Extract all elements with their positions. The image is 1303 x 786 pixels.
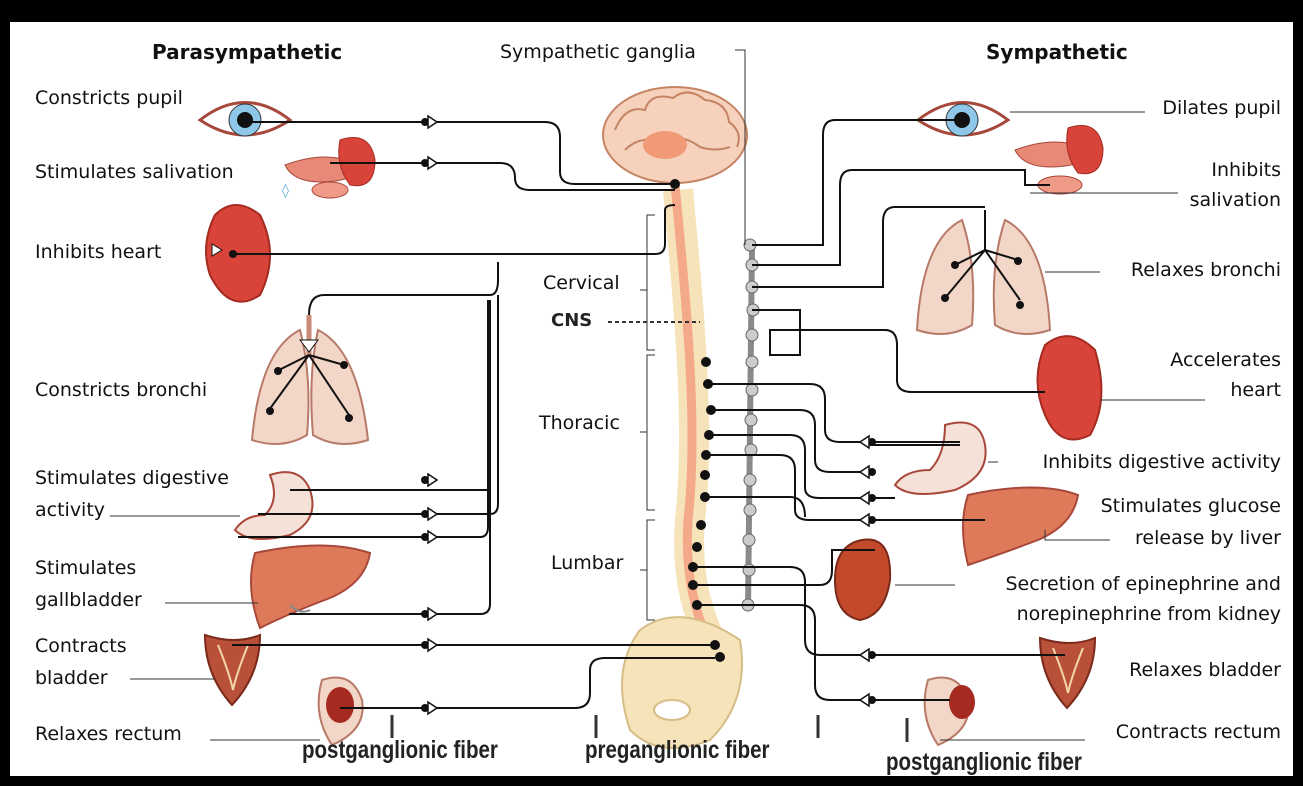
label-activity: activity — [35, 498, 105, 522]
label-stimulates-salivation: Stimulates salivation — [35, 160, 234, 184]
lungs-left — [252, 315, 368, 444]
label-relaxes-rectum: Relaxes rectum — [35, 722, 182, 746]
bladder-right — [1040, 638, 1095, 708]
salivary-glands-left: ◊ — [282, 138, 375, 200]
label-lumbar: Lumbar — [551, 552, 623, 574]
label-accelerates: Accelerates — [1170, 348, 1281, 372]
label-postganglionic-fiber-right: postganglionic fiber — [886, 748, 1082, 776]
diagram-canvas: ◊ — [10, 22, 1293, 776]
parasympathetic-header: Parasympathetic — [152, 40, 342, 64]
label-contracts: Contracts — [35, 634, 127, 658]
label-dilates-pupil: Dilates pupil — [1162, 96, 1281, 120]
label-stimulates-glucose: Stimulates glucose — [1101, 494, 1281, 518]
stomach-right — [895, 423, 986, 495]
label-secretion-epinephrine: Secretion of epinephrine and — [1005, 572, 1281, 596]
brain — [603, 87, 747, 183]
label-stimulates-digestive: Stimulates digestive — [35, 466, 229, 490]
eye-left — [200, 103, 290, 137]
sympathetic-ganglia-header: Sympathetic ganglia — [500, 40, 696, 64]
label-inhibits-heart: Inhibits heart — [35, 240, 161, 264]
label-heart: heart — [1230, 378, 1281, 402]
sympathetic-ganglia-chain — [742, 239, 759, 611]
label-constricts-bronchi: Constricts bronchi — [35, 378, 207, 402]
label-contracts-rectum: Contracts rectum — [1116, 720, 1281, 744]
label-relaxes-bladder: Relaxes bladder — [1129, 658, 1281, 682]
label-gallbladder: gallbladder — [35, 588, 142, 612]
stomach-left — [235, 472, 313, 539]
svg-text:◊: ◊ — [282, 183, 289, 199]
label-preganglionic-fiber: preganglionic fiber — [585, 736, 770, 765]
lungs-right — [917, 210, 1050, 334]
label-bladder: bladder — [35, 666, 108, 690]
liver-left — [251, 546, 370, 629]
label-release-by-liver: release by liver — [1135, 526, 1281, 550]
label-relaxes-bronchi: Relaxes bronchi — [1131, 258, 1281, 282]
parasympathetic-ganglia — [421, 116, 437, 714]
label-cns: CNS — [551, 310, 592, 331]
label-postganglionic-fiber-left: postganglionic fiber — [302, 736, 498, 765]
kidney-right — [835, 540, 890, 621]
label-salivation: salivation — [1190, 188, 1281, 212]
label-inhibits: Inhibits — [1211, 158, 1281, 182]
salivary-glands-right — [1015, 126, 1103, 195]
rectum-left — [319, 678, 363, 746]
liver-right — [963, 488, 1078, 566]
rectum-right — [925, 678, 975, 746]
sympathetic-header: Sympathetic — [986, 40, 1128, 64]
label-constricts-pupil: Constricts pupil — [35, 86, 183, 110]
label-inhibits-digestive-activity: Inhibits digestive activity — [1043, 450, 1281, 474]
label-thoracic: Thoracic — [539, 412, 620, 434]
label-cervical: Cervical — [543, 272, 620, 294]
sympathetic-fibers — [693, 120, 1065, 700]
label-norepinephrine-kidney: norepinephrine from kidney — [1017, 602, 1281, 626]
spinal-column — [622, 185, 742, 748]
heart-right — [1038, 336, 1102, 439]
label-stimulates: Stimulates — [35, 556, 136, 580]
